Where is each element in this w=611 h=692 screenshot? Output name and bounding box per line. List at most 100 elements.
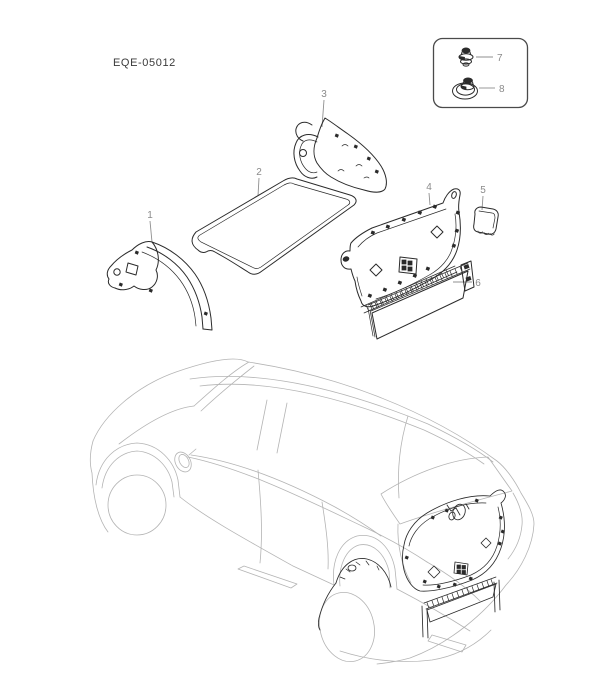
front-wheel-arch-inner bbox=[101, 450, 175, 498]
rear-wheel bbox=[319, 592, 375, 662]
belt-line bbox=[187, 456, 428, 563]
vehicle-outline-drawing bbox=[89, 358, 535, 665]
part-1-hole-rect bbox=[125, 262, 139, 276]
part-4-outline bbox=[340, 188, 461, 308]
part-5-inner-line bbox=[478, 210, 496, 229]
callout-1-leader bbox=[149, 220, 153, 243]
part-1-arch-edge bbox=[141, 251, 197, 327]
callout-4: 4 bbox=[426, 182, 432, 206]
part-5-scallops bbox=[477, 230, 495, 236]
part-1-wheelhouse-trim-left bbox=[106, 241, 213, 331]
part-3-upper-lobe bbox=[295, 121, 313, 142]
part-4-clip-marks bbox=[367, 204, 461, 298]
part-1-clip-marks bbox=[118, 250, 208, 316]
part-4-inner-right bbox=[430, 213, 457, 275]
installed-sill-ticks bbox=[426, 578, 494, 609]
callout-6-label: 6 bbox=[475, 278, 481, 289]
part-6-left-cap bbox=[367, 307, 376, 338]
installed-sill-face bbox=[426, 583, 497, 623]
diagram-code: EQE-05012 bbox=[113, 57, 176, 69]
windshield-inner bbox=[200, 365, 255, 412]
car-silhouette bbox=[92, 358, 535, 665]
front-wheel bbox=[107, 474, 167, 536]
installed-tailgate-trim-outline bbox=[402, 489, 506, 592]
callout-1: 1 bbox=[147, 210, 153, 243]
callouts: 1 2 3 4 5 6 7 8 bbox=[147, 53, 505, 289]
part-2-luggage-floor-mat bbox=[191, 177, 357, 275]
part-4-ear-hole-top bbox=[451, 191, 457, 199]
part-4-diamond-cutouts bbox=[369, 225, 444, 277]
part-1-arch-inner bbox=[146, 246, 204, 330]
roof-seam-2 bbox=[199, 383, 485, 465]
side-mirror bbox=[174, 448, 197, 473]
quarter-panel-line bbox=[426, 561, 481, 602]
callout-8-label: 8 bbox=[499, 84, 505, 95]
clip-8-icon bbox=[452, 77, 478, 100]
part-3-detail-marks bbox=[337, 144, 370, 179]
callout-5-leader bbox=[481, 195, 484, 211]
part-2-inner-line bbox=[197, 182, 351, 269]
callout-2-leader bbox=[257, 177, 260, 197]
callout-2-label: 2 bbox=[256, 167, 262, 178]
callout-2: 2 bbox=[256, 167, 262, 197]
part-3-wheelhouse-trim-right bbox=[293, 117, 387, 193]
rear-wheel-arch-inner bbox=[339, 544, 391, 589]
part-6-scuff-trim bbox=[367, 260, 475, 340]
rear-glass bbox=[380, 456, 513, 525]
installed-trim-clips bbox=[404, 498, 505, 589]
part-2-outline bbox=[191, 177, 357, 275]
installed-tailgate-trim-inner bbox=[408, 502, 501, 586]
part-1-outline bbox=[106, 241, 159, 291]
part-3-hole-circle bbox=[299, 149, 307, 157]
callout-3-label: 3 bbox=[321, 89, 327, 100]
roof-seam-1 bbox=[189, 375, 494, 463]
part-6-right-tab bbox=[460, 260, 475, 292]
rear-wheel-arch-outer bbox=[333, 535, 398, 590]
front-wheel-arch-outer bbox=[95, 442, 181, 498]
part-4-ear-hole-left bbox=[342, 256, 350, 262]
part-6-rib-ticks bbox=[369, 266, 463, 311]
rear-bumper-upper bbox=[396, 588, 471, 632]
part-3-arch-outer bbox=[293, 134, 319, 179]
installed-sill-band bbox=[423, 576, 498, 610]
part-4-tailgate-trim-panel bbox=[340, 188, 461, 314]
callout-3: 3 bbox=[321, 89, 327, 128]
part-3-arch-inner bbox=[299, 139, 318, 174]
callout-4-leader bbox=[428, 192, 431, 206]
part-4-latch-grid bbox=[401, 259, 413, 272]
door-shutline-rear bbox=[321, 501, 329, 570]
sill-skirt bbox=[237, 565, 298, 589]
part-1-arch-outer bbox=[151, 241, 213, 331]
callout-4-label: 4 bbox=[426, 182, 432, 193]
installed-lock-assembly bbox=[446, 503, 470, 521]
callout-7: 7 bbox=[476, 53, 503, 64]
part-1-hole-circle bbox=[113, 268, 121, 276]
rocker-line bbox=[179, 496, 335, 586]
grommet-washer bbox=[452, 82, 478, 100]
installed-trim-diamonds bbox=[427, 537, 492, 579]
callout-1-label: 1 bbox=[147, 210, 153, 221]
rear-bumper-diffuser bbox=[427, 634, 467, 653]
part-4-inner-top bbox=[357, 208, 447, 248]
installed-latch-grid bbox=[456, 564, 466, 575]
part-5-outline bbox=[473, 206, 499, 235]
b-pillar bbox=[256, 399, 288, 454]
exploded-parts bbox=[106, 117, 499, 340]
callout-6: 6 bbox=[453, 278, 481, 289]
part-3-outline bbox=[313, 117, 387, 193]
part-5-trim-cover bbox=[473, 206, 499, 236]
part-6-rib-band bbox=[367, 262, 471, 312]
window-lower-edge bbox=[190, 454, 382, 537]
part-4-latch-block bbox=[398, 256, 418, 275]
installed-latch-block bbox=[453, 561, 469, 576]
part-6-face bbox=[371, 270, 469, 340]
rear-quarter-edge bbox=[507, 492, 523, 560]
a-pillar bbox=[193, 361, 250, 407]
tailgate-aperture-edge bbox=[397, 523, 412, 584]
part-4-inner-left bbox=[356, 276, 363, 297]
callout-5-label: 5 bbox=[480, 185, 486, 196]
quarter-window-edge bbox=[398, 415, 409, 499]
callout-5: 5 bbox=[480, 185, 486, 211]
door-shutline-front bbox=[257, 469, 262, 564]
